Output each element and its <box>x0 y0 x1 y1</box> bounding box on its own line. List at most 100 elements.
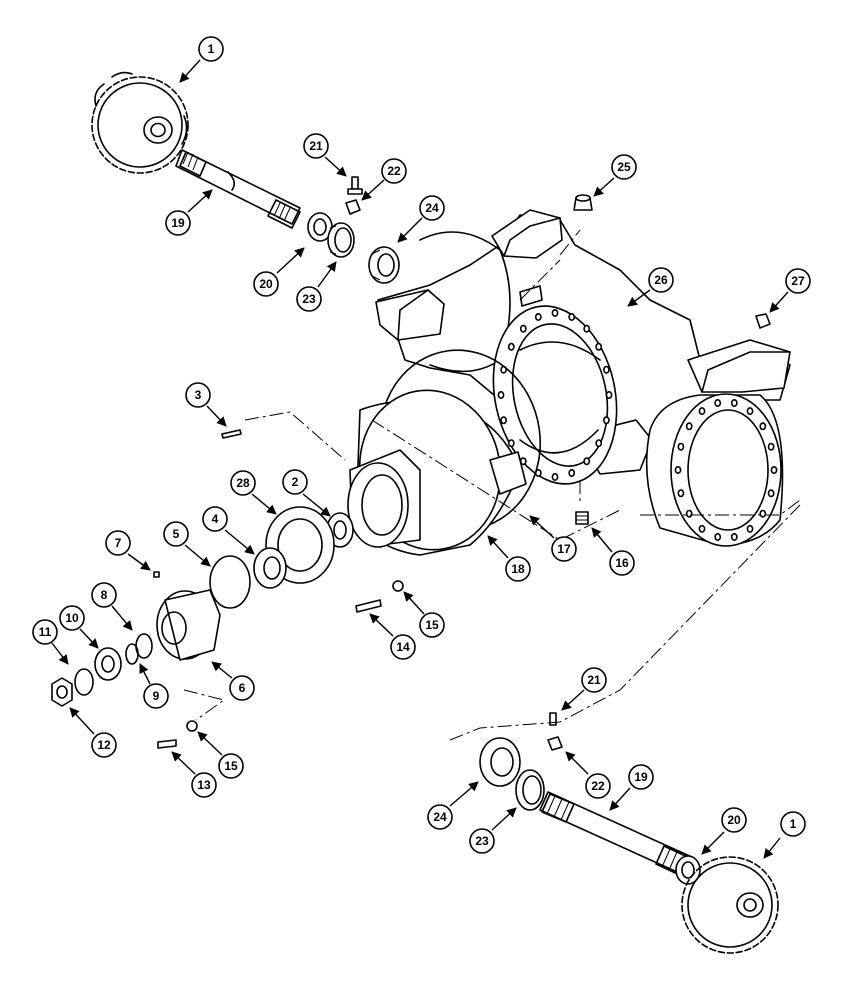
callout-1-upper: 1 <box>179 36 224 83</box>
bolt-hole <box>605 390 613 399</box>
assembly-centerlines <box>183 229 801 741</box>
callout-24-lower: 24 <box>427 781 479 830</box>
callout-15-upper: 15 <box>403 591 445 638</box>
bolt-hole <box>595 439 603 448</box>
upper-sprocket <box>91 71 189 174</box>
upper-seal <box>307 212 333 242</box>
callout-number: 20 <box>259 277 273 291</box>
lower-sprocket <box>681 856 779 954</box>
callout-number: 25 <box>617 160 631 174</box>
callout-number: 4 <box>212 512 219 526</box>
upper-bearing-cone <box>368 246 400 284</box>
callout-23-upper: 23 <box>296 261 337 312</box>
lower-bearing-cone <box>479 737 521 787</box>
bolt-hole <box>674 465 682 474</box>
callout-16: 16 <box>591 527 635 576</box>
callout-number: 15 <box>224 759 238 773</box>
callout-2: 2 <box>282 469 331 517</box>
bolt-hole <box>519 324 527 333</box>
callout-number: 12 <box>97 738 111 752</box>
callout-number: 15 <box>425 618 439 632</box>
pinion-cage <box>156 589 221 661</box>
bolt-hole <box>568 312 576 321</box>
bolt-hole <box>534 312 542 321</box>
callout-number: 21 <box>587 673 601 687</box>
callout-19-lower: 19 <box>609 764 654 811</box>
bolt-hole <box>746 524 754 533</box>
callout-number: 28 <box>236 476 250 490</box>
bolt-hole <box>685 509 693 518</box>
callout-number: 11 <box>39 625 52 639</box>
upper-axle-shaft <box>175 149 301 229</box>
callout-10: 10 <box>59 605 99 649</box>
bolt-hole <box>677 489 685 498</box>
callout-12: 12 <box>69 707 117 758</box>
bolt-hole <box>500 416 507 425</box>
callout-number: 24 <box>433 810 447 824</box>
callout-number: 20 <box>727 813 741 827</box>
lower-axle-shaft <box>539 791 695 879</box>
bolt-hole <box>770 465 778 474</box>
callout-number: 1 <box>208 42 215 56</box>
bolt-hole <box>603 365 610 374</box>
callout-number: 3 <box>195 388 202 402</box>
callout-1-lower: 1 <box>763 811 806 859</box>
callout-number: 2 <box>292 475 299 489</box>
callout-number: 19 <box>634 770 648 784</box>
callout-24-upper: 24 <box>397 195 445 243</box>
callout-number: 14 <box>396 640 410 654</box>
callout-22-upper: 22 <box>361 158 407 201</box>
bolt-hole <box>583 457 591 466</box>
bolt-hole <box>497 390 505 399</box>
lower-screw-and-lock <box>547 712 563 751</box>
callout-7: 7 <box>105 530 151 571</box>
lower-bearing-race <box>515 769 545 811</box>
bolt-hole <box>583 324 591 333</box>
callout-number: 5 <box>173 527 180 541</box>
callout-21-lower: 21 <box>561 667 607 711</box>
seal-and-rings <box>125 571 160 665</box>
callout-number: 27 <box>791 274 805 288</box>
carrier-bolts <box>157 580 404 749</box>
callout-number: 18 <box>511 562 525 576</box>
bottom-plug <box>575 511 589 525</box>
callout-number: 23 <box>302 292 316 306</box>
callout-number: 26 <box>654 273 668 287</box>
callout-8: 8 <box>91 582 133 631</box>
bolt-hole <box>677 442 685 451</box>
parts-drawing <box>51 71 801 954</box>
bolt-hole <box>551 308 559 317</box>
top-plug <box>573 194 593 211</box>
callout-circle <box>198 36 224 62</box>
callout-19-upper: 19 <box>165 189 213 236</box>
callout-13: 13 <box>171 751 217 798</box>
callout-27: 27 <box>769 268 811 313</box>
callout-22-lower: 22 <box>565 751 611 799</box>
callout-15-lower: 15 <box>197 731 244 779</box>
bolt-hole <box>551 472 559 481</box>
callout-number: 1 <box>790 817 797 831</box>
yoke-washer-nut <box>51 647 122 707</box>
callout-23-lower: 23 <box>469 807 517 854</box>
bolt-hole <box>759 422 767 431</box>
callout-20-lower: 20 <box>701 807 747 855</box>
bolt-hole <box>767 442 775 451</box>
pinion-bearing-4 <box>253 547 287 589</box>
shim-ring <box>209 555 251 609</box>
upper-screw-and-lock <box>345 176 363 215</box>
callout-20-upper: 20 <box>253 247 305 297</box>
differential-carrier <box>347 389 527 556</box>
upper-bearing-race <box>327 222 355 258</box>
bolt-hole <box>759 509 767 518</box>
callout-11: 11 <box>32 619 69 665</box>
bolt-hole <box>507 439 515 448</box>
callout-14: 14 <box>369 613 416 660</box>
callout-number: 8 <box>101 588 108 602</box>
bolt-hole <box>595 342 603 351</box>
callout-4: 4 <box>202 506 255 555</box>
lower-seal <box>675 855 701 885</box>
callout-6: 6 <box>211 661 255 701</box>
bolt-hole <box>698 407 706 416</box>
bolt-hole <box>714 532 722 541</box>
